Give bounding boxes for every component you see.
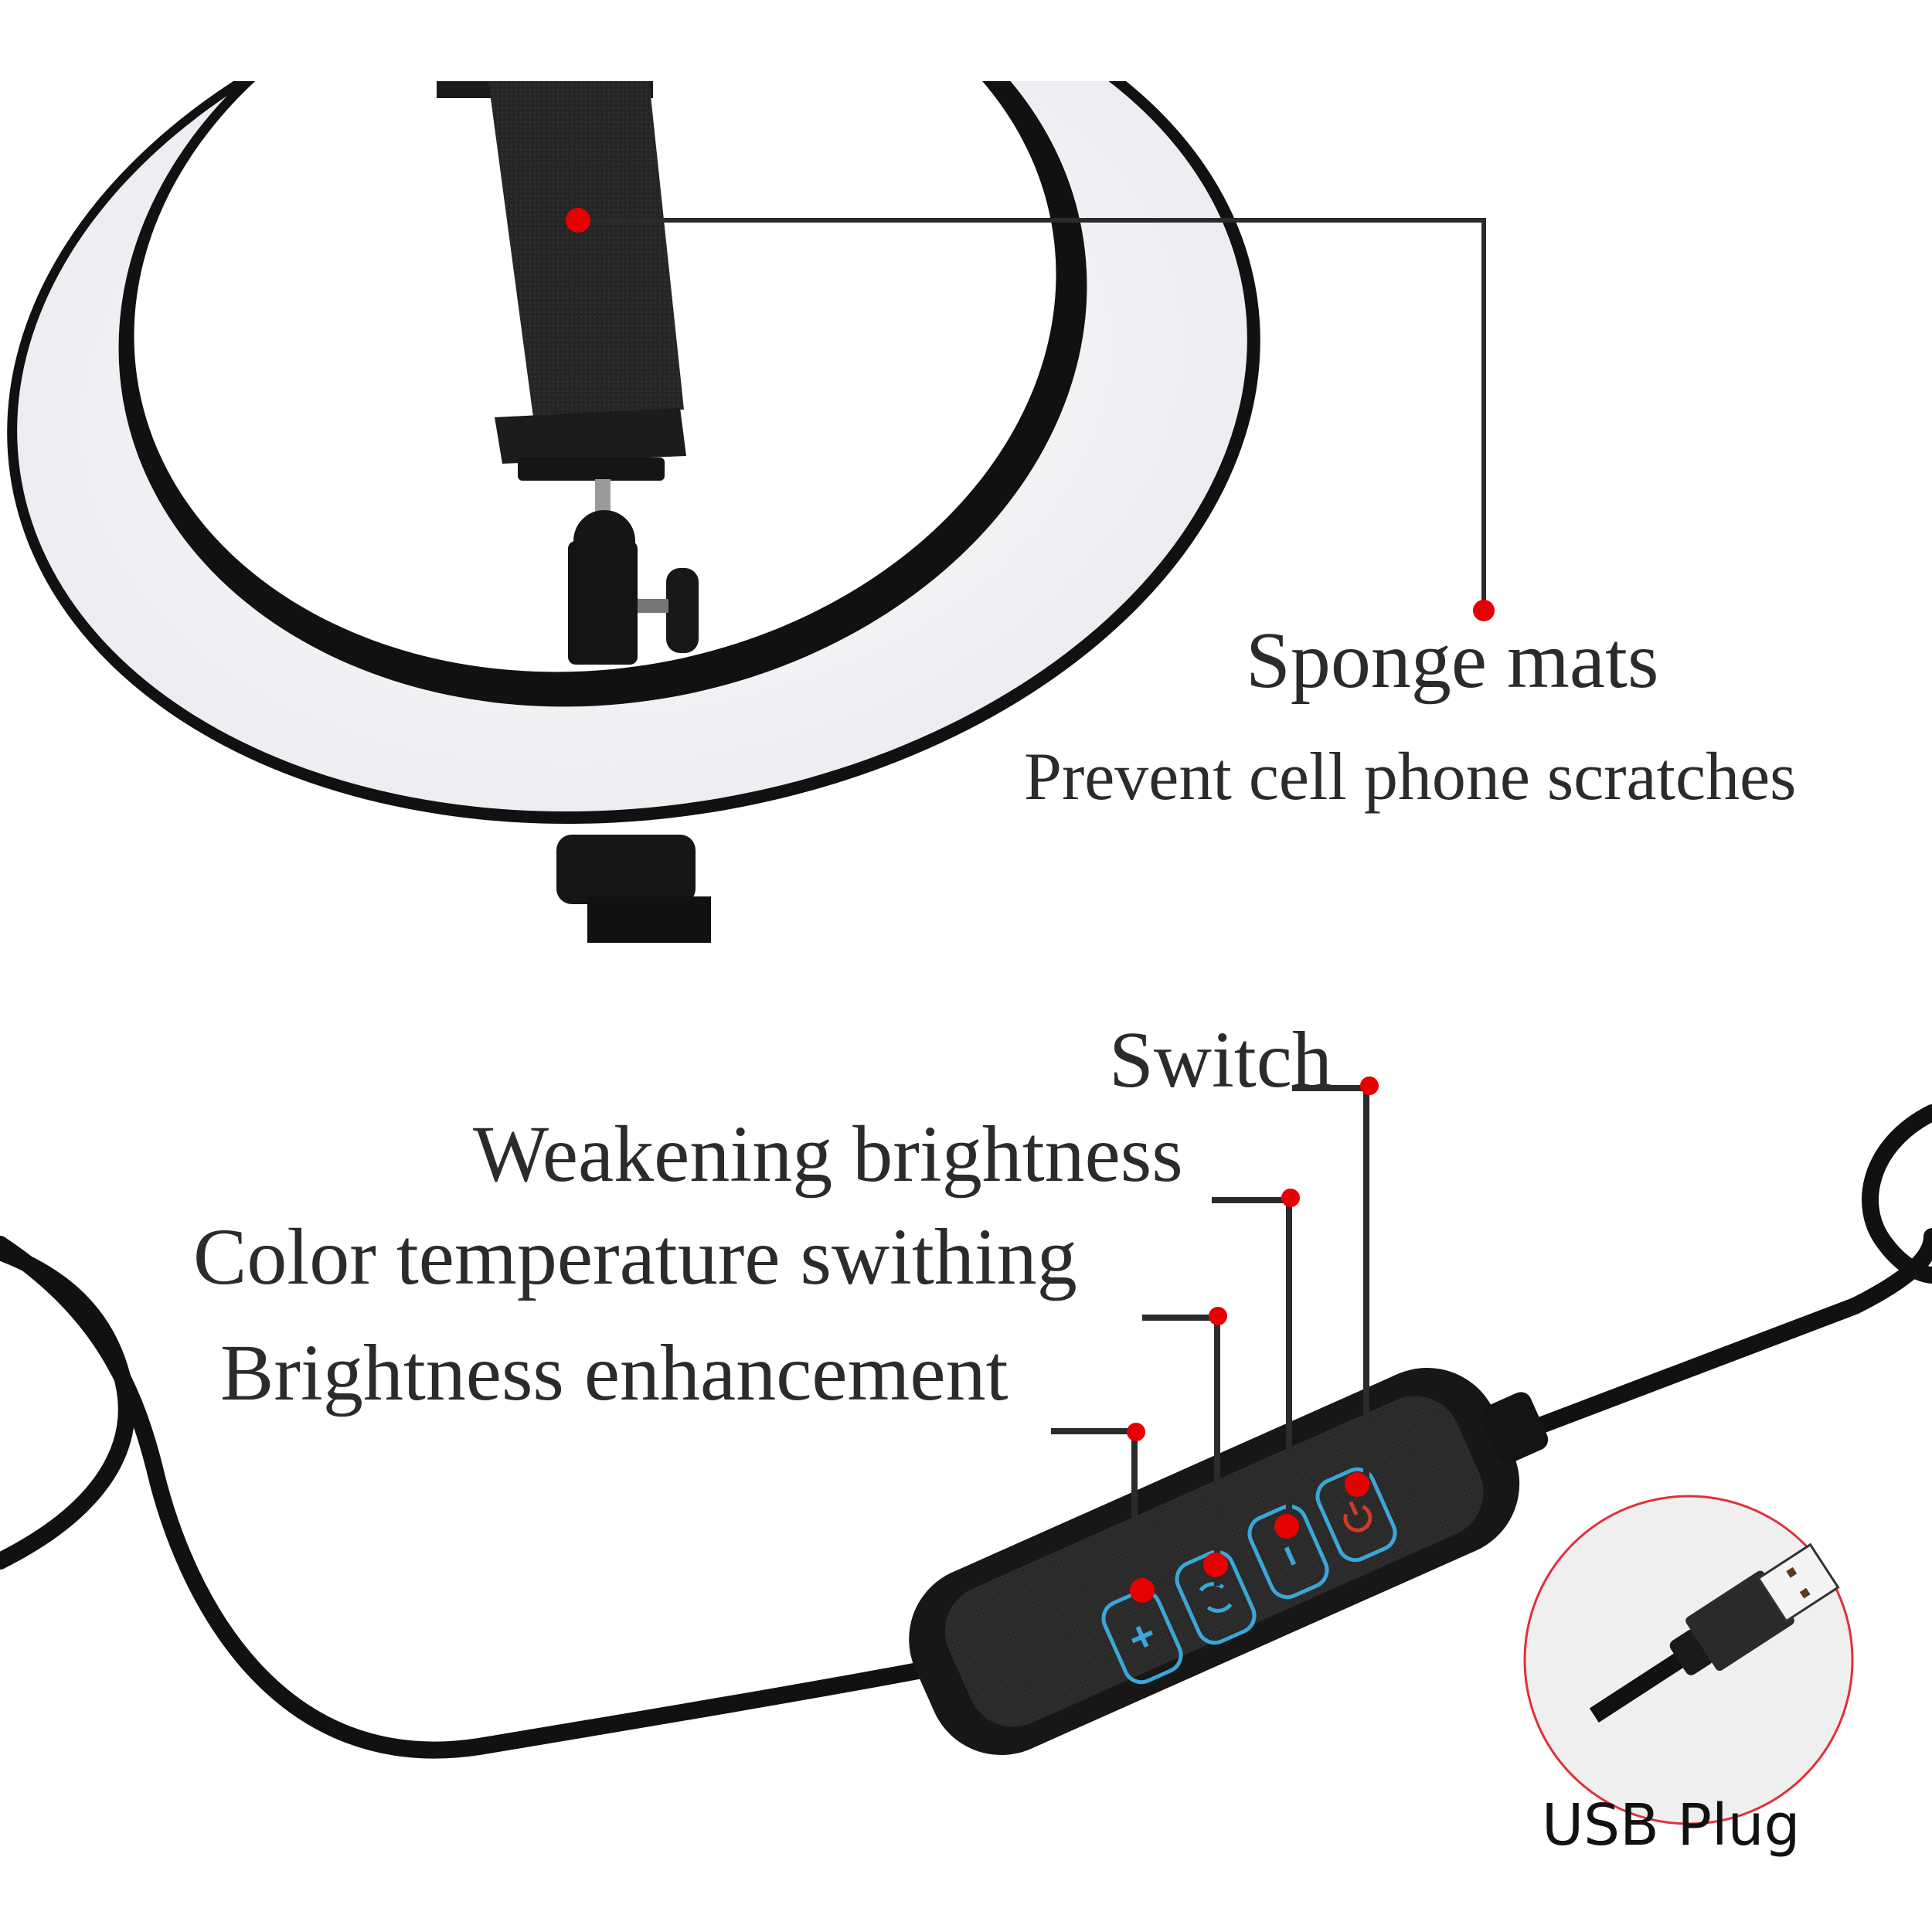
callout-weakening-brightness: Weakening brightness [473,1110,1183,1199]
button-power [1315,1467,1397,1563]
phone-holder [437,81,711,943]
sponge-mats-subtitle: Prevent cell phone scratches [1024,740,1797,815]
cable [0,1104,1932,1759]
usb-plug-label: USB Plug [1542,1792,1801,1859]
callout-brightness-enhancement: Brightness enhancement [220,1328,1009,1417]
callout-switch: Switch [1109,1015,1332,1104]
ring-light-illustration [7,81,1495,943]
button-plus [1101,1589,1183,1685]
sponge-marker-dot [566,208,590,233]
sponge-mats-title: Sponge mats [1246,616,1659,705]
sponge-label-dot [1473,600,1495,621]
controller-buttons [1101,1467,1397,1685]
button-color-temp [1175,1549,1257,1645]
callout-color-temperature: Color temperature swithing [193,1213,1077,1301]
button-callout-dots [1127,1077,1379,1603]
usb-plug-inset [1523,1495,1854,1825]
ring-light-photo: Sponge mats Prevent cell phone scratches [0,0,1932,943]
button-minus [1247,1504,1329,1600]
controller-photo: Switch Weakening brightness Color temper… [0,943,1932,1932]
controller-illustration [0,1077,1932,1825]
sponge-callout-leader [566,208,1495,621]
